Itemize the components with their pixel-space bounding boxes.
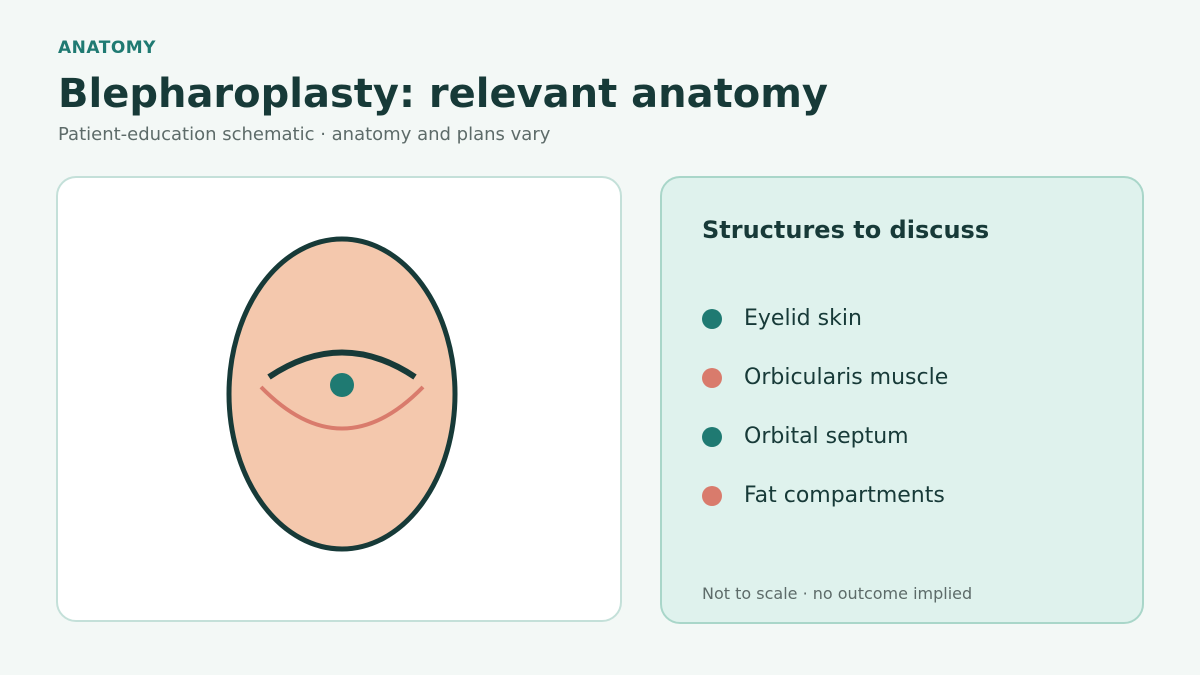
legend-dot <box>702 485 722 506</box>
iris-dot <box>330 373 354 397</box>
legend-item-orbicularis-muscle: Orbicularis muscle <box>702 341 948 414</box>
diagram-card <box>56 176 622 622</box>
legend-footnote: Not to scale · no outcome implied <box>702 584 973 603</box>
legend-dot <box>702 426 722 447</box>
legend-label: Orbicularis muscle <box>744 365 949 390</box>
legend-label: Eyelid skin <box>744 306 862 331</box>
legend-dot <box>702 308 722 329</box>
section-eyebrow: ANATOMY <box>58 38 156 58</box>
legend-label: Orbital septum <box>744 424 909 449</box>
legend-list: Eyelid skin Orbicularis muscle Orbital s… <box>702 282 948 532</box>
page-subtitle: Patient-education schematic · anatomy an… <box>58 124 551 145</box>
legend-card: Structures to discuss Eyelid skin Orbicu… <box>660 176 1144 624</box>
legend-title: Structures to discuss <box>702 216 990 244</box>
legend-item-eyelid-skin: Eyelid skin <box>702 282 948 355</box>
legend-label: Fat compartments <box>744 483 945 508</box>
page-title: Blepharoplasty: relevant anatomy <box>58 71 828 117</box>
eye-schematic <box>226 236 458 552</box>
legend-dot <box>702 367 722 388</box>
legend-item-fat-compartments: Fat compartments <box>702 459 948 532</box>
legend-item-orbital-septum: Orbital septum <box>702 400 948 473</box>
lower-eyelid-line <box>259 385 425 431</box>
upper-eyelid-line <box>267 349 417 380</box>
